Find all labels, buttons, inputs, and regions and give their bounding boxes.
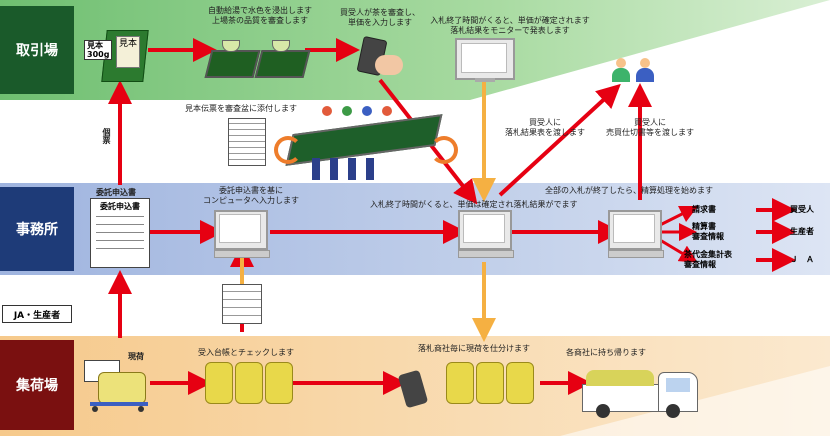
bag-stack-receive: [205, 362, 293, 404]
buyers-icon: [612, 58, 662, 88]
band-label-shukajo: 集荷場: [0, 340, 74, 430]
doc-output-2-target: Ｊ Ａ: [790, 255, 814, 264]
band-label-torihikijo: 取引場: [0, 6, 74, 94]
delivery-truck: [582, 362, 700, 418]
band-label-jimusho: 事務所: [0, 187, 74, 271]
text-individual: 個票: [102, 128, 111, 144]
doc-output-1-label: 精算書 審査情報: [692, 222, 724, 241]
ja-producer-box: JA・生産者: [2, 305, 72, 323]
slip-document: [228, 118, 266, 166]
torihikijo-band-shade: [470, 0, 830, 100]
text-settle: 全部の入札が終了したら、精算処理を始めます: [545, 186, 713, 195]
doc-output-1-target: 生産者: [790, 227, 814, 236]
sample-box: 見本 見本 300g: [84, 22, 149, 82]
monitor-jimusho-3: [608, 210, 664, 258]
text-give-buyer: 買受人に売買仕切書等を渡します: [606, 118, 694, 137]
text-buyer-review: 買受人が茶を審査し、単価を入力します: [340, 8, 420, 27]
entrust-form-title: 委託申込書: [100, 202, 140, 211]
sample-label: 見本: [87, 41, 103, 50]
text-sort: 落札商社毎に現荷を仕分けます: [418, 344, 530, 353]
text-receive-check: 受入台帳とチェックします: [198, 348, 294, 357]
text-office-bid: 入札終了時間がくると、単価は確定され落札結果がでます: [370, 200, 578, 209]
tasting-trays: [204, 40, 311, 78]
doc-output-0-target: 買受人: [790, 205, 814, 214]
text-input-pc: 委託申込書を基にコンピュータへ入力します: [203, 186, 299, 205]
check-slip: [222, 284, 262, 324]
sample-weight: 300g: [87, 50, 110, 59]
doc-output-2-label: 茶代金集計表 審査情報: [684, 250, 732, 269]
monitor-torihikijo: [455, 38, 515, 82]
text-take-home: 各商社に持ち帰ります: [566, 348, 646, 357]
monitor-jimusho-2: [458, 210, 514, 258]
auction-table: [274, 106, 458, 186]
text-notify-buyer: 買受人に落札結果表を渡します: [505, 118, 585, 137]
text-auto-water: 自動給湯で水色を浸出します上場茶の品質を審査します: [208, 6, 312, 25]
text-bid-end: 入札終了時間がくると、単価が確定されます落札結果をモニターで発表します: [430, 16, 590, 35]
entrust-form: 委託申込書: [90, 198, 150, 268]
cart-with-bags: [84, 350, 154, 412]
doc-output-0-label: 請求書: [692, 205, 716, 214]
text-entrust-doc: 委託申込書: [96, 188, 136, 197]
text-attach-slip: 見本伝票を審査盆に添付します: [185, 104, 297, 113]
monitor-jimusho-1: [214, 210, 270, 258]
text-genka: 現荷: [128, 352, 144, 361]
sample-tag: 見本: [116, 36, 140, 68]
bag-stack-sort: [446, 362, 538, 404]
hand: [375, 55, 403, 75]
